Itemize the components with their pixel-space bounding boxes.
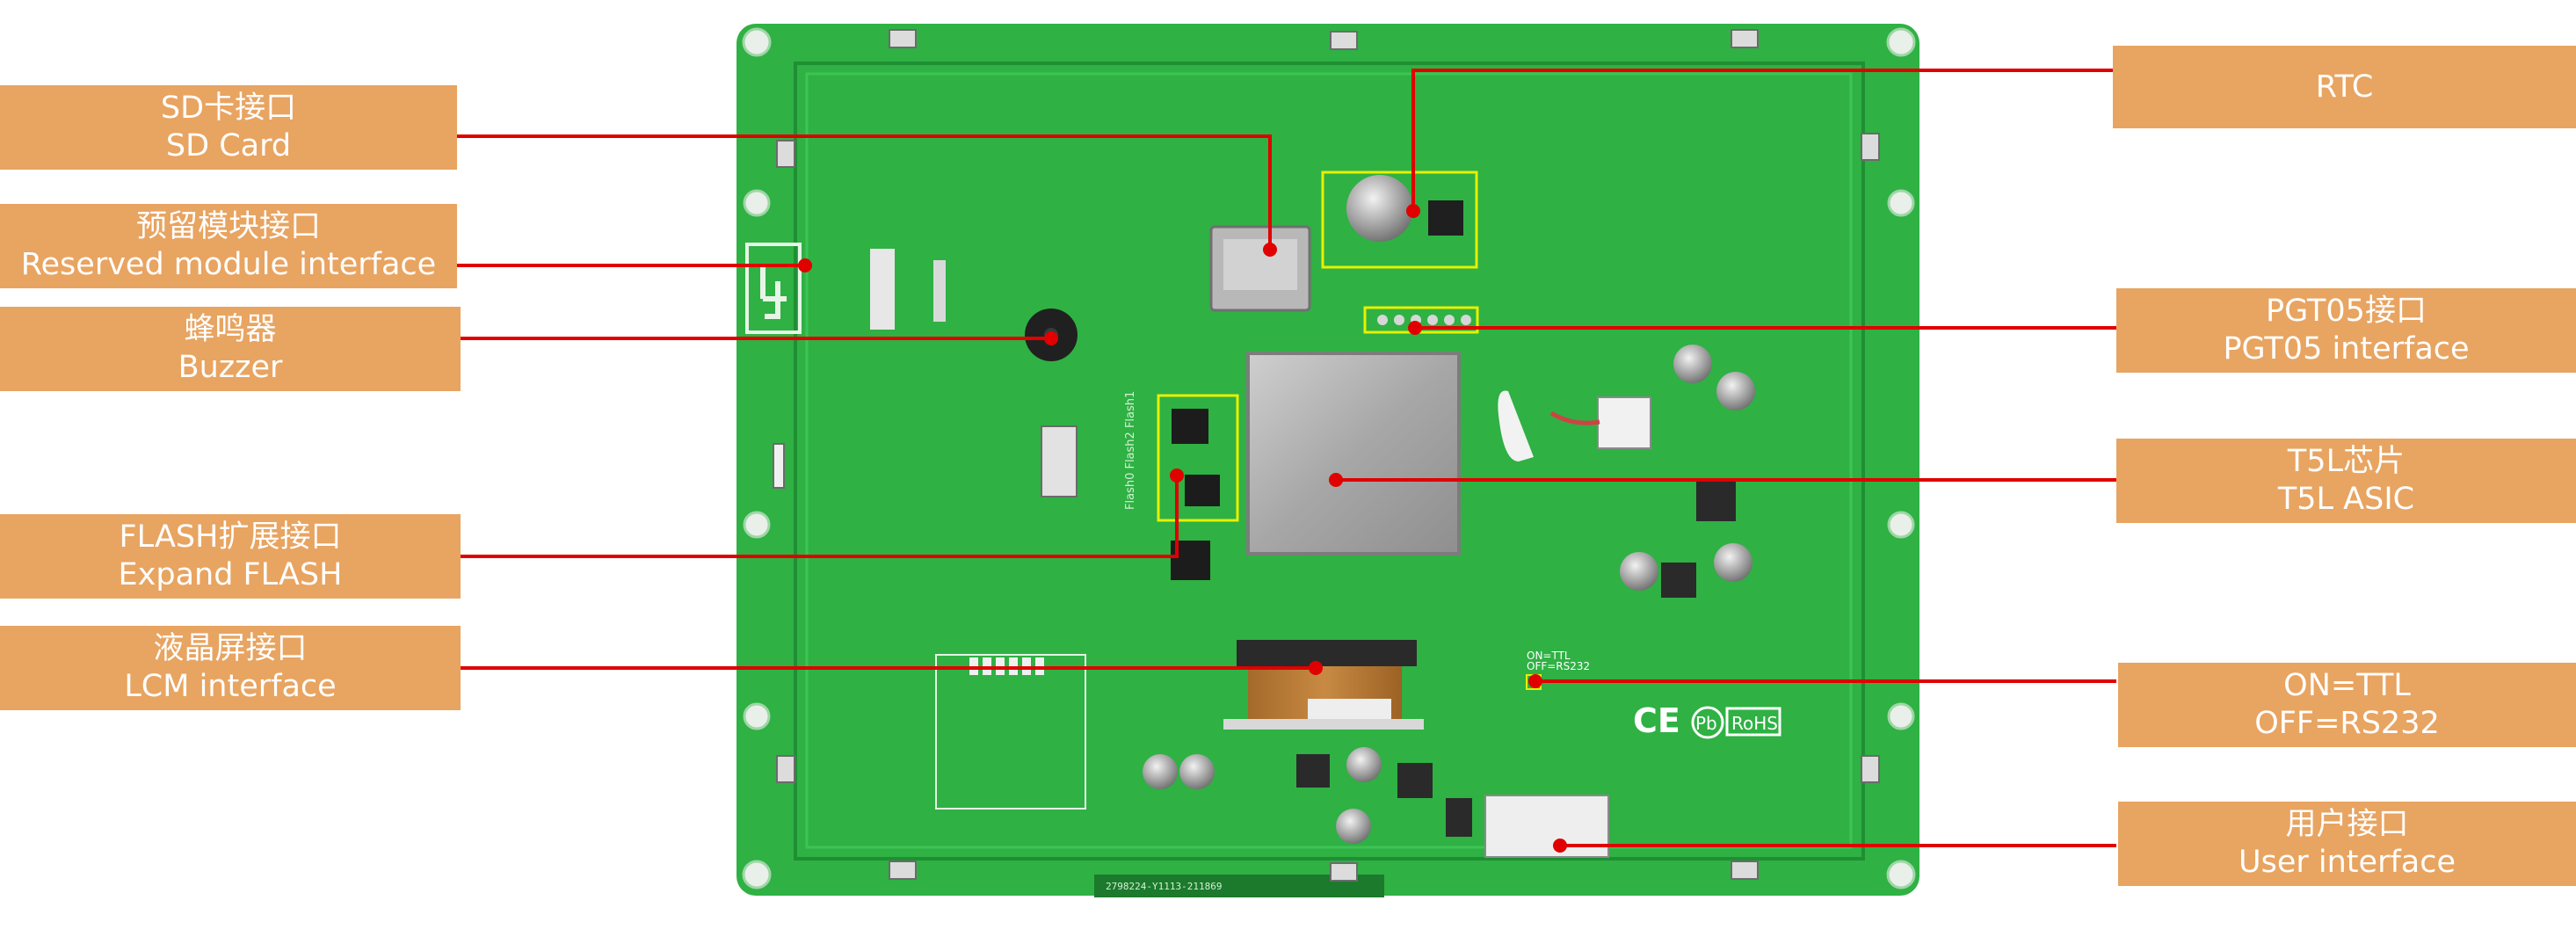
label-sd-card: SD卡接口 SD Card — [0, 85, 457, 170]
bottom-components — [1143, 747, 1472, 844]
label-ttl: ON=TTL OFF=RS232 — [2118, 663, 2576, 747]
flash-silk: Flash0 Flash2 Flash1 — [1124, 391, 1137, 510]
label-t5l: T5L芯片 T5L ASIC — [2116, 439, 2576, 523]
ttl-jumper: ON=TTL OFF=RS232 — [1526, 650, 1590, 690]
user-connector — [1484, 795, 1609, 858]
fpc-connector-small — [1041, 425, 1078, 497]
power-area — [1498, 345, 1755, 598]
pgt05-header — [1363, 306, 1479, 334]
svg-text:Pb: Pb — [1695, 713, 1717, 734]
svg-text:RoHS: RoHS — [1731, 713, 1778, 734]
label-lcm: 液晶屏接口 LCM interface — [0, 626, 461, 710]
label-rtc: RTC — [2113, 46, 2576, 128]
edge-clips — [773, 29, 1880, 882]
sd-card-socket — [1209, 225, 1311, 312]
rtc-area — [1321, 171, 1478, 269]
leader-lines — [457, 69, 2116, 853]
lcm-connector — [1223, 640, 1424, 730]
label-pgt05: PGT05接口 PGT05 interface — [2116, 288, 2576, 373]
svg-text:ON=TTL: ON=TTL — [1527, 650, 1571, 662]
reserved-header-area — [745, 243, 946, 334]
cert-marks: CE Pb RoHS — [1633, 701, 1781, 740]
label-reserved-module: 预留模块接口 Reserved module interface — [0, 204, 457, 288]
label-user-interface: 用户接口 User interface — [2118, 802, 2576, 886]
mounting-holes — [742, 27, 1916, 890]
t5l-shield — [1246, 352, 1461, 556]
silk-serial: 2798224-Y1113-211869 — [1106, 881, 1222, 892]
label-buzzer: 蜂鸣器 Buzzer — [0, 307, 461, 391]
label-flash: FLASH扩展接口 Expand FLASH — [0, 514, 461, 599]
svg-text:OFF=RS232: OFF=RS232 — [1527, 660, 1590, 672]
svg-text:CE: CE — [1633, 701, 1680, 740]
